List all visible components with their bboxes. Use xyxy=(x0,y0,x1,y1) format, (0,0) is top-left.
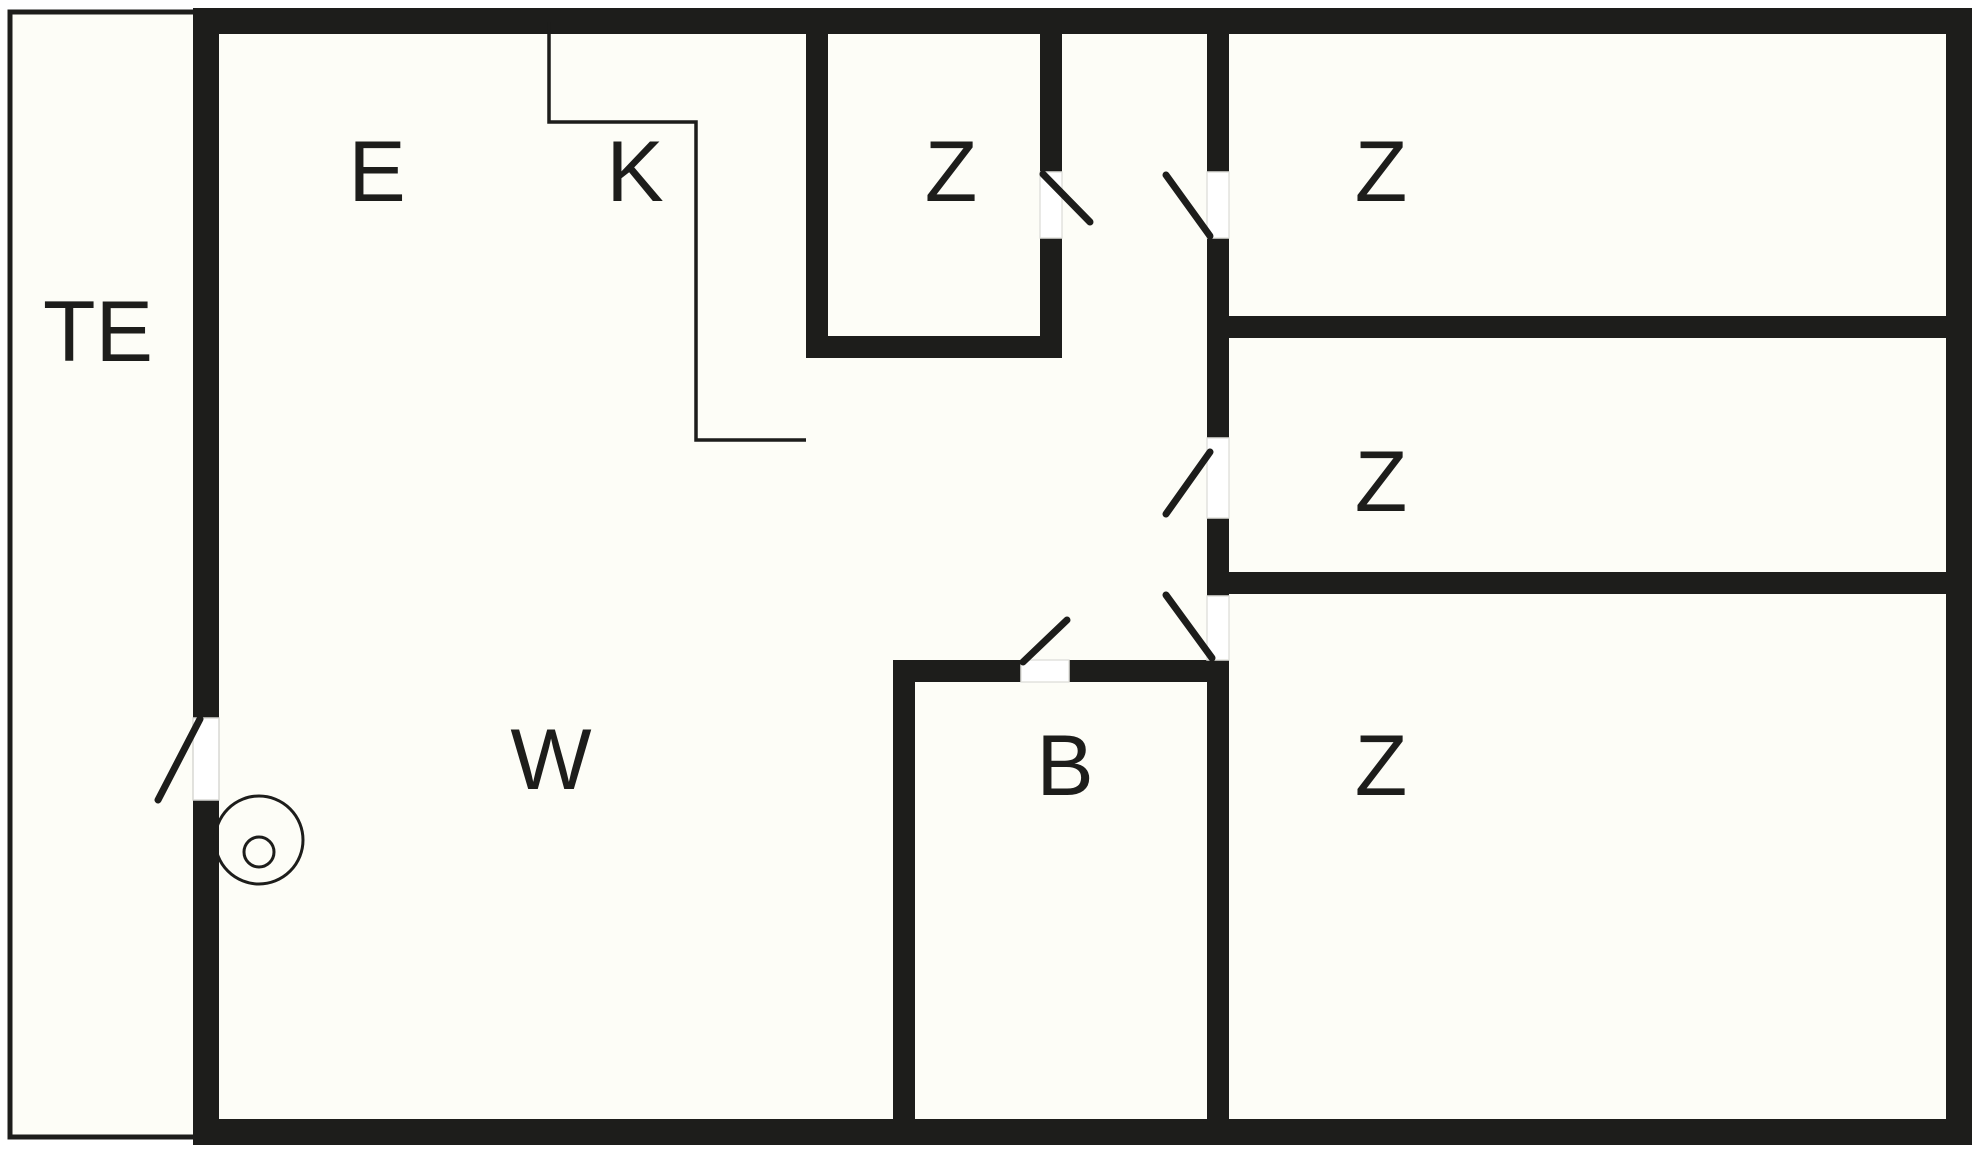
room-label-living: E xyxy=(348,124,406,220)
room-label-terrace: TE xyxy=(43,284,153,380)
wall-living-bedroom1-west xyxy=(806,22,828,358)
wall-bathroom-west xyxy=(893,660,915,1145)
room-label-lounge: W xyxy=(510,712,592,808)
exterior-wall-north xyxy=(193,8,1972,34)
wall-bedroom3-south xyxy=(1207,572,1972,594)
terrace-outline xyxy=(7,9,199,1140)
terrace-structure xyxy=(7,9,199,1140)
bedroom-north-door-leaf[interactable] xyxy=(1039,170,1094,226)
kitchen-outline-path xyxy=(547,22,806,442)
bedroom-east-mid-door[interactable] xyxy=(1162,437,1230,519)
wood-stove-icon xyxy=(213,794,305,886)
wall-bathroom-north-right xyxy=(1069,660,1229,682)
room-label-kitchen: K xyxy=(606,124,664,220)
wall-bedroom2-south xyxy=(1207,316,1972,338)
wood-stove-inner-circle xyxy=(242,835,276,869)
bathroom-door-leaf[interactable] xyxy=(1019,616,1071,666)
bedroom-east-top-door-leaf[interactable] xyxy=(1162,171,1214,240)
kitchen-counter-outline xyxy=(547,22,806,442)
bedroom-east-mid-door-gap xyxy=(1206,437,1230,519)
wall-bedroom1-south xyxy=(806,336,1062,358)
exterior-wall-west-lower xyxy=(193,800,219,1145)
wall-corridor-east-a xyxy=(1207,22,1229,172)
bedroom-east-low-door-leaf[interactable] xyxy=(1162,591,1216,662)
bathroom-door[interactable] xyxy=(1019,616,1071,683)
exterior-wall-west-upper xyxy=(193,8,219,718)
room-label-bedroom-north: Z xyxy=(924,124,978,220)
room-label-bedroom-east-low: Z xyxy=(1354,718,1408,814)
entry-door-leaf[interactable] xyxy=(154,715,204,804)
room-label-bathroom: B xyxy=(1036,718,1094,814)
bedroom-east-low-door-gap xyxy=(1206,595,1230,661)
bedroom-east-mid-door-leaf[interactable] xyxy=(1162,448,1214,518)
bathroom-door-gap xyxy=(1020,659,1070,683)
room-label-bedroom-east-mid: Z xyxy=(1354,434,1408,530)
room-label-bedroom-east-top: Z xyxy=(1354,124,1408,220)
bedroom-east-low-door[interactable] xyxy=(1162,591,1230,662)
bedroom-north-door[interactable] xyxy=(1039,170,1094,239)
wall-bedroom1-east-upper xyxy=(1040,22,1062,172)
wood-stove-outer-circle xyxy=(213,794,305,886)
wall-corridor-east-d xyxy=(1207,660,1229,1145)
wall-bedroom1-east-lower xyxy=(1040,238,1062,358)
exterior-wall-south xyxy=(193,1119,1972,1145)
bedroom-east-top-door[interactable] xyxy=(1162,171,1230,240)
wall-bathroom-north-left xyxy=(893,660,1021,682)
bedroom-east-top-door-gap xyxy=(1206,171,1230,239)
